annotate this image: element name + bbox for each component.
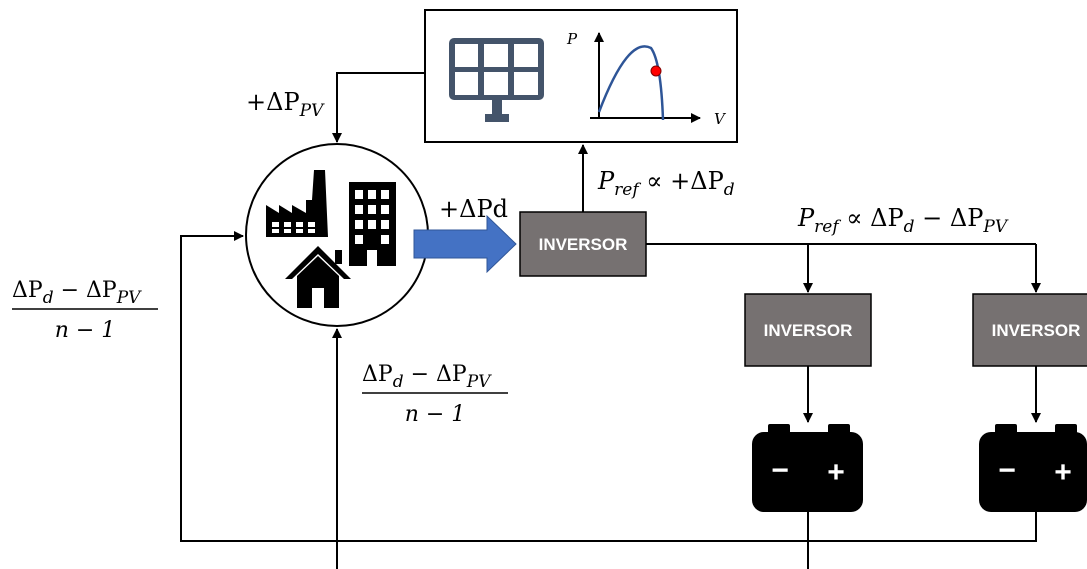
battery-1-minus: − — [771, 454, 789, 487]
main-inverter-box — [519, 211, 647, 277]
pref-inverter-to-pv-label: Pref ∝ +ΔPd — [597, 167, 735, 200]
battery-inverter-1-label: INVERSOR — [764, 321, 853, 340]
pref-bus-label: Pref ∝ ΔPd − ΔPPV — [797, 204, 1009, 237]
fraction-left: ΔPd − ΔPPV n − 1 — [12, 278, 158, 343]
mpp-point — [650, 65, 662, 77]
battery-1-plus: + — [827, 456, 845, 489]
fraction-center-denominator: n − 1 — [405, 402, 466, 427]
battery-2-plus: + — [1054, 456, 1072, 489]
building-icon — [349, 182, 396, 266]
pv-curve-y-label: P — [566, 30, 578, 48]
factory-icon — [266, 170, 328, 237]
delta-pd-label: +ΔPd — [439, 195, 508, 223]
battery-1-icon: − + — [752, 424, 863, 512]
battery-inverter-1-box — [744, 293, 872, 367]
feedback-left-arrow — [180, 231, 1037, 542]
delta-pv-label: +ΔPPV — [246, 88, 325, 121]
house-icon — [285, 246, 351, 308]
fraction-center: ΔPd − ΔPPV n − 1 — [362, 362, 508, 427]
fraction-center-numerator: ΔPd − ΔPPV — [362, 362, 492, 392]
fraction-left-numerator: ΔPd − ΔPPV — [12, 278, 142, 308]
battery-2-minus: − — [998, 454, 1016, 487]
battery-2-icon: − + — [979, 424, 1087, 512]
pv-curve — [597, 45, 665, 121]
main-inverter-label: INVERSOR — [539, 235, 628, 254]
battery-inverter-2-box — [972, 293, 1087, 367]
pv-curve-x-label: V — [714, 110, 727, 128]
battery-inverter-2-label: INVERSOR — [992, 321, 1081, 340]
pv-to-loads-arrow — [332, 72, 425, 143]
solar-panel-icon — [449, 38, 544, 122]
power-flow-arrow — [413, 214, 517, 274]
fraction-left-denominator: n − 1 — [55, 318, 116, 343]
pv-curve-chart: P V — [566, 30, 727, 128]
